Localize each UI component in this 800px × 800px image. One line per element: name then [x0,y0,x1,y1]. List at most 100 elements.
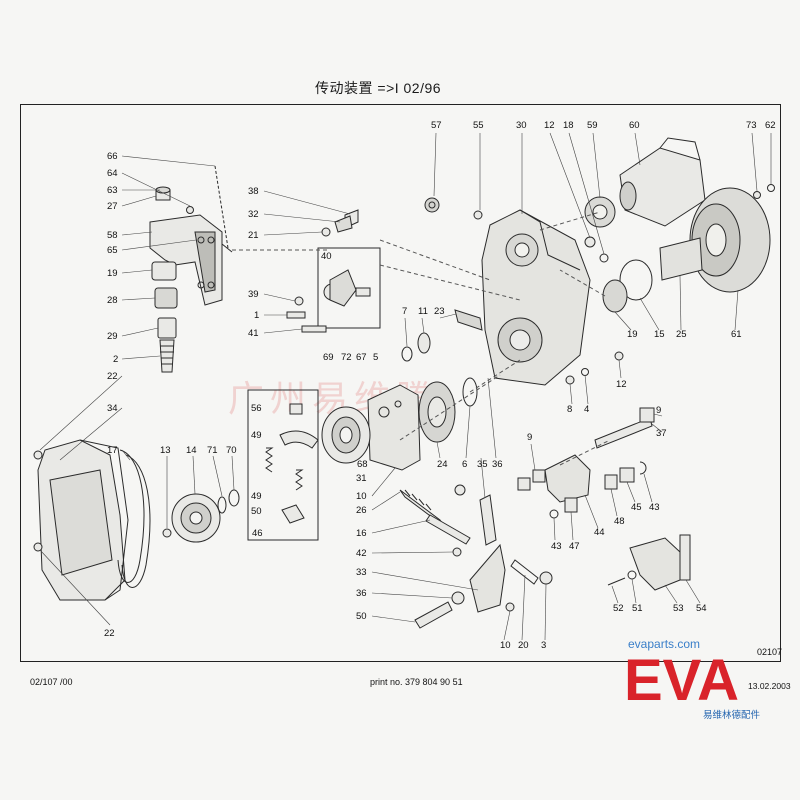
callout-49-bottom: 49 [251,491,262,502]
alignment-lines [232,211,611,466]
part-39 [294,296,304,306]
callout-70: 70 [226,445,237,456]
callout-9-left: 9 [527,432,532,443]
leader-lines [39,132,772,641]
callout-72: 72 [341,352,352,363]
callout-33: 33 [356,567,367,578]
callout-50-lower: 50 [356,611,367,622]
callout-49-top: 49 [251,430,262,441]
part-62 [767,184,775,192]
callout-34: 34 [107,403,118,414]
watermark-url: evaparts.com [628,637,701,651]
callout-17: 17 [107,445,118,456]
part-7-ring [401,346,413,362]
part-49-spring-left [265,447,274,473]
part-28 [154,287,178,309]
part-16-bolt [425,514,471,545]
callout-73: 73 [746,120,757,131]
group-box-40 [317,247,381,329]
eva-logo-text: EVA [624,652,739,704]
callout-22-bottom: 22 [104,628,115,639]
callout-28: 28 [107,295,118,306]
callout-3: 3 [541,640,546,651]
callout-48: 48 [614,516,625,527]
part-36-upper [454,484,466,496]
callout-44: 44 [594,527,605,538]
lever-linkage [399,484,553,629]
footer-date: 13.02.2003 [748,681,791,691]
part-43-left [549,509,559,519]
callout-16: 16 [356,528,367,539]
callout-55: 55 [473,120,484,131]
part-71 [217,496,227,514]
part-45 [619,467,635,483]
part-65 [194,231,216,293]
callout-15: 15 [654,329,665,340]
callout-45: 45 [631,502,642,513]
callout-41: 41 [248,328,259,339]
cover-assembly [33,439,240,601]
part-8 [565,375,575,385]
part-36-lower [451,591,465,605]
callout-71: 71 [207,445,218,456]
callout-4: 4 [584,404,589,415]
part-20-spring [510,559,539,585]
watermark-chinese: 易维林德配件 [703,710,761,721]
part-9-right [639,407,655,423]
shaft-assembly [517,407,655,519]
part-22-screw-bottom [33,542,43,552]
drum-assembly [321,377,478,471]
title-chinese: 传动装置 [315,81,373,97]
part-30-housing [481,209,591,386]
title-reference: =>I 02/96 [377,80,442,96]
part-33-arm [469,543,506,613]
callout-62: 62 [765,120,776,131]
part-47 [564,497,578,513]
part-48 [604,474,618,490]
diagram-reference-code: 02107 [757,647,783,657]
callout-30: 30 [516,120,527,131]
callout-21: 21 [248,230,259,241]
part-12-upper [584,236,596,248]
part-4 [581,368,589,376]
callout-51: 51 [632,603,643,614]
callout-22-top: 22 [107,371,118,382]
callout-59: 59 [587,120,598,131]
callout-36-mid: 36 [492,459,503,470]
callout-67: 67 [356,352,367,363]
callout-19-right: 19 [627,329,638,340]
part-3 [539,571,553,585]
part-21 [321,227,331,237]
callout-11: 11 [418,306,428,317]
callout-7: 7 [402,306,407,317]
brake-shoe-assembly [265,403,319,524]
callout-47: 47 [569,541,580,552]
part-66-screw [221,243,233,253]
part-23-shaft [454,309,483,331]
part-18 [599,253,609,263]
part-44-bracket [544,454,591,503]
part-12-lower [614,351,624,361]
callout-19-left: 19 [107,268,118,279]
diagram-frame [20,104,781,662]
footer-print-number: print no. 379 804 90 51 [370,677,463,687]
part-10-lower [505,602,515,612]
callout-61: 61 [731,329,742,340]
bracket-assembly [149,165,233,373]
callout-68: 68 [357,459,368,470]
callout-10-top: 10 [356,491,367,502]
group-box-46 [247,389,319,541]
callout-36-lower: 36 [356,588,367,599]
callout-20: 20 [518,640,529,651]
part-73 [753,191,761,199]
callout-60: 60 [629,120,640,131]
part-32 [334,215,353,233]
part-2-bolt [159,339,175,373]
callout-1: 1 [254,310,259,321]
screws-38-21 [286,209,359,333]
callout-65: 65 [107,245,118,256]
callout-63: 63 [107,185,118,196]
part-51 [627,570,637,580]
callout-39: 39 [248,289,259,300]
